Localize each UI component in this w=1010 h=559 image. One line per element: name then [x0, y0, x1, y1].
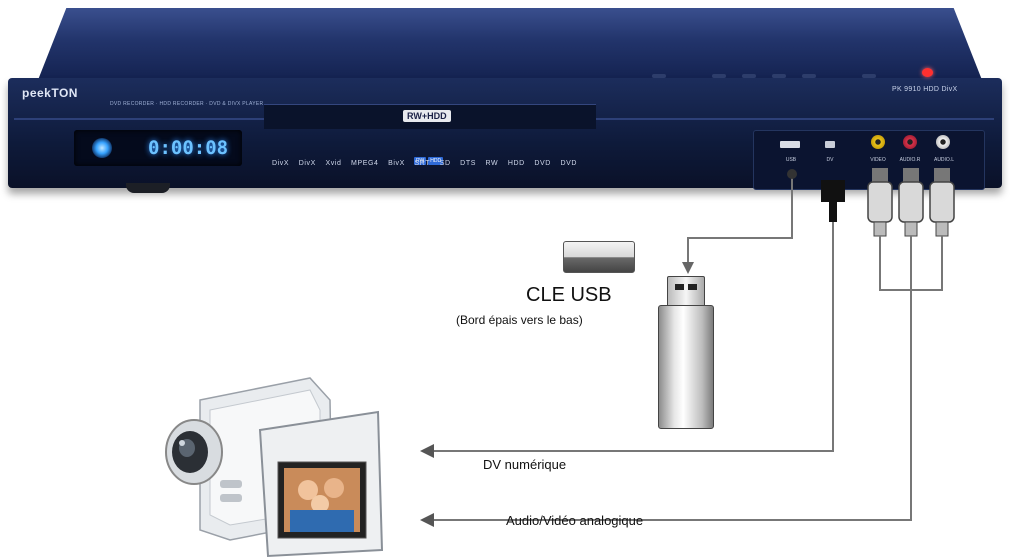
rca-cables: [430, 236, 943, 521]
audio-l-port-label: AUDIO.L: [933, 157, 954, 163]
format-logo: SD: [439, 160, 451, 167]
format-logo: BivX: [388, 160, 405, 167]
front-button[interactable]: [652, 74, 666, 78]
display-time: 0:00:08: [148, 137, 229, 159]
audio-left-jack[interactable]: [936, 135, 950, 149]
usb-contact: [675, 284, 684, 290]
front-button[interactable]: [742, 74, 756, 78]
av-arrow: [420, 513, 434, 527]
hdd-badge: HDD: [428, 157, 444, 165]
format-logo: MPEG4: [351, 160, 379, 167]
usb-cable-plug: [787, 169, 797, 179]
format-logo: Xvid: [325, 160, 342, 167]
format-logo: DTS: [460, 160, 476, 167]
usb-stick-icon: [658, 305, 714, 429]
dv-connection-label: DV numérique: [483, 457, 567, 472]
usb-contact: [688, 284, 697, 290]
usb-key-edge-icon: [563, 241, 635, 273]
format-logo: RW: [485, 160, 499, 167]
format-logo: DVD: [534, 160, 551, 167]
dv-port[interactable]: [825, 141, 835, 148]
format-logo: DivX: [298, 160, 316, 167]
usb-key-title: CLE USB: [526, 284, 612, 306]
analog-connection-label: Audio/Vidéo analogique: [506, 513, 644, 528]
brand-logo: peekTON: [22, 86, 78, 100]
model-label: PK 9910 HDD DivX: [892, 86, 958, 93]
rca-plugs: [867, 168, 955, 237]
audio-r-port-label: AUDIO.R: [899, 157, 921, 163]
front-display: 0:00:08: [74, 130, 242, 166]
dv-port-label: DV: [826, 157, 834, 163]
dv-plug: [821, 180, 845, 202]
usb-stick-connector: [667, 276, 705, 308]
power-button[interactable]: [922, 68, 933, 77]
rw-badge: RW: [414, 157, 427, 165]
recorder-subline: DVD RECORDER · HDD RECORDER · DVD & DIVX…: [110, 101, 264, 107]
format-logo: DVD: [560, 160, 578, 167]
usb-port-label: USB: [785, 157, 797, 163]
dv-cable: [430, 222, 834, 452]
dv-arrow: [420, 444, 434, 458]
dv-plug-tip: [829, 202, 837, 222]
format-logo: HDD: [507, 160, 525, 167]
disc-icon: [92, 138, 112, 158]
usb-port[interactable]: [780, 141, 800, 148]
dvd-recorder: peekTON DVD RECORDER · HDD RECORDER · DV…: [0, 0, 1010, 215]
recorder-top-panel: [38, 8, 982, 80]
usb-key-note: (Bord épais vers le bas): [456, 313, 583, 327]
front-button[interactable]: [802, 74, 816, 78]
front-button[interactable]: [862, 74, 876, 78]
format-logo: DivX: [272, 160, 290, 167]
format-logos: DivX DivX Xvid MPEG4 BivX SRT SD DTS RW …: [272, 160, 584, 167]
audio-right-jack[interactable]: [903, 135, 917, 149]
front-button[interactable]: [712, 74, 726, 78]
format-logo: SRT: [414, 160, 431, 167]
usb-arrow: [682, 262, 694, 274]
recorder-foot: [126, 183, 170, 193]
rw-hdd-badge: RW+HDD: [403, 110, 451, 122]
video-port-label: VIDEO: [870, 157, 886, 163]
front-button[interactable]: [772, 74, 786, 78]
camcorder-icon: [165, 377, 384, 558]
video-jack[interactable]: [871, 135, 885, 149]
usb-cable: [687, 172, 793, 268]
